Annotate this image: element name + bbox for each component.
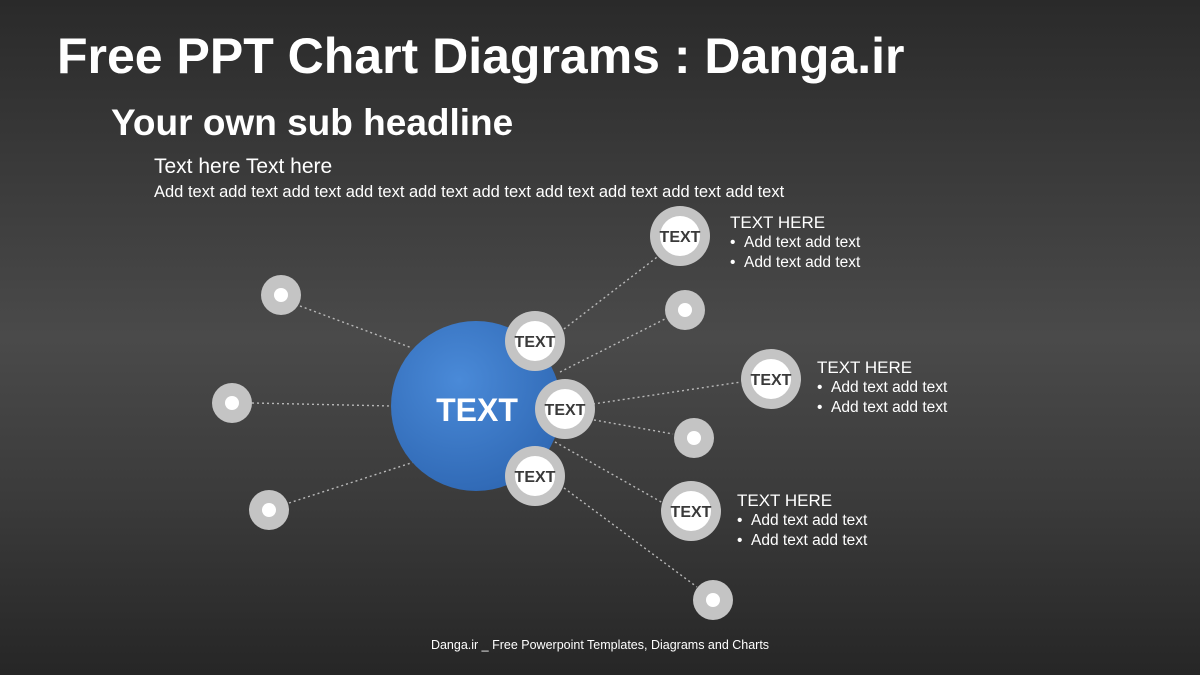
- dot-node-right-bottom: [693, 580, 733, 620]
- dot-node-left-middle: [212, 383, 252, 423]
- outer-node-3-label: TEXT: [671, 504, 712, 521]
- outer-node-2: TEXT: [741, 349, 801, 409]
- intro-heading: Text here Text here: [154, 155, 333, 178]
- connector-mid-to-outer-2: [592, 381, 742, 405]
- dot-node-left-top: [261, 275, 301, 315]
- callout-2-bullet-1: Add text add text: [817, 378, 947, 398]
- callout-3-heading: TEXT HERE: [737, 491, 833, 510]
- callout-2-heading: TEXT HERE: [817, 358, 913, 377]
- outer-node-1-label: TEXT: [660, 229, 701, 246]
- connector-mid-to-dot: [593, 419, 674, 435]
- connector-bottom-to-dot: [559, 484, 698, 588]
- inner-node-middle: TEXT: [535, 379, 595, 439]
- intro-body: Add text add text add text add text add …: [154, 183, 785, 201]
- footer-credit: Danga.ir _ Free Powerpoint Templates, Di…: [430, 638, 770, 652]
- page-title: Free PPT Chart Diagrams : Danga.ir: [57, 28, 905, 84]
- outer-node-2-label: TEXT: [751, 372, 792, 389]
- callout-1-bullet-2: Add text add text: [730, 253, 860, 273]
- connector-bottom-to-outer-3: [554, 441, 664, 504]
- callout-3: TEXT HERE Add text add text Add text add…: [737, 490, 867, 551]
- callout-3-bullet-2: Add text add text: [737, 531, 867, 551]
- connector-left-top: [299, 305, 413, 349]
- callout-1: TEXT HERE Add text add text Add text add…: [730, 212, 860, 273]
- callout-2-bullet-2: Add text add text: [817, 398, 947, 418]
- dot-node-left-bottom: [249, 490, 289, 530]
- inner-node-bottom-label: TEXT: [515, 469, 556, 486]
- connector-left-middle: [251, 402, 393, 407]
- callout-1-bullets: Add text add text Add text add text: [730, 233, 860, 273]
- inner-node-bottom: TEXT: [505, 446, 565, 506]
- dot-node-right-middle: [674, 418, 714, 458]
- inner-node-top: TEXT: [505, 311, 565, 371]
- sub-headline: Your own sub headline: [111, 102, 514, 143]
- callout-1-heading: TEXT HERE: [730, 213, 826, 232]
- callout-3-bullets: Add text add text Add text add text: [737, 511, 867, 551]
- connector-top-to-dot: [559, 317, 668, 373]
- outer-node-1: TEXT: [650, 206, 710, 266]
- inner-node-middle-label: TEXT: [545, 402, 586, 419]
- hub-label: TEXT: [436, 392, 518, 428]
- connector-left-bottom: [288, 461, 415, 504]
- dot-node-right-upper: [665, 290, 705, 330]
- callout-3-bullet-1: Add text add text: [737, 511, 867, 531]
- connector-top-to-outer-1: [559, 250, 666, 333]
- callout-2-bullets: Add text add text Add text add text: [817, 378, 947, 418]
- callout-1-bullet-1: Add text add text: [730, 233, 860, 253]
- inner-node-top-label: TEXT: [515, 334, 556, 351]
- callout-2: TEXT HERE Add text add text Add text add…: [817, 357, 947, 418]
- outer-node-3: TEXT: [661, 481, 721, 541]
